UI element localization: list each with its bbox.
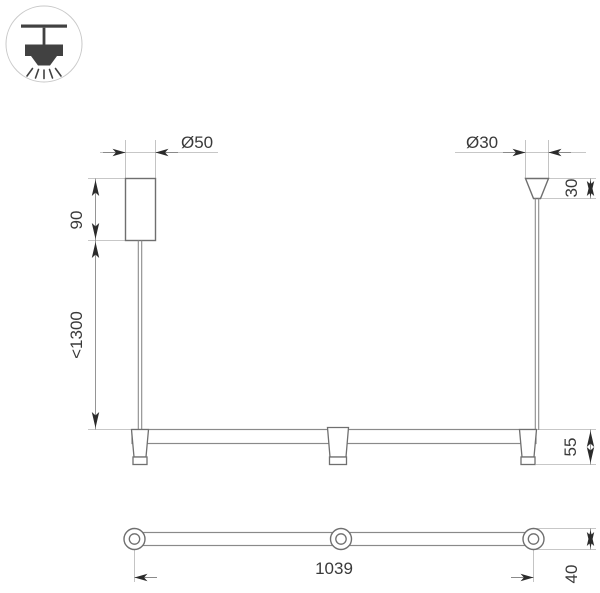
- plan-extension-lines: [134, 528, 596, 582]
- canopy-housing: [124, 177, 157, 242]
- dimension-fixture-length: 1039: [134, 559, 534, 582]
- dimension-label-canopy-diameter: Ø50: [181, 133, 213, 152]
- dimension-fixture-height: 55: [561, 429, 595, 465]
- center-mount-block: [326, 426, 350, 466]
- end-cap-right: [518, 428, 538, 466]
- plan-suspension-point-left: [123, 527, 146, 551]
- front-elevation-view: Ø50 90 <1300 Ø30 30: [67, 133, 596, 466]
- dimension-canopy-height: 90: [67, 178, 100, 241]
- bottom-plan-view: 1039 40: [123, 527, 596, 584]
- dimension-label-fixture-length: 1039: [315, 559, 353, 578]
- dimension-canopy-diameter: Ø50: [103, 133, 213, 157]
- dimension-label-cone-height: 30: [562, 179, 581, 198]
- plan-center-mount-point: [329, 527, 353, 551]
- dimension-cone-diameter: Ø30: [466, 133, 571, 157]
- dimension-fixture-width: 40: [562, 528, 595, 584]
- dimension-suspension-length: <1300: [67, 240, 100, 430]
- suspension-cable-left: [137, 240, 143, 430]
- suspension-cable-right: [534, 198, 540, 430]
- cone-canopy-right: [524, 177, 550, 200]
- dimension-label-suspension-length: <1300: [67, 311, 86, 359]
- dimension-cone-height: 30: [562, 178, 595, 199]
- dimension-label-cone-diameter: Ø30: [466, 133, 498, 152]
- dimension-label-fixture-height: 55: [561, 438, 580, 457]
- end-cap-left: [130, 428, 150, 466]
- dimension-label-canopy-height: 90: [67, 211, 86, 230]
- plan-suspension-point-right: [522, 527, 545, 551]
- extension-lines: [88, 140, 596, 465]
- ceiling-pendant-light-icon: [5, 5, 83, 83]
- dimension-label-fixture-width: 40: [562, 565, 581, 584]
